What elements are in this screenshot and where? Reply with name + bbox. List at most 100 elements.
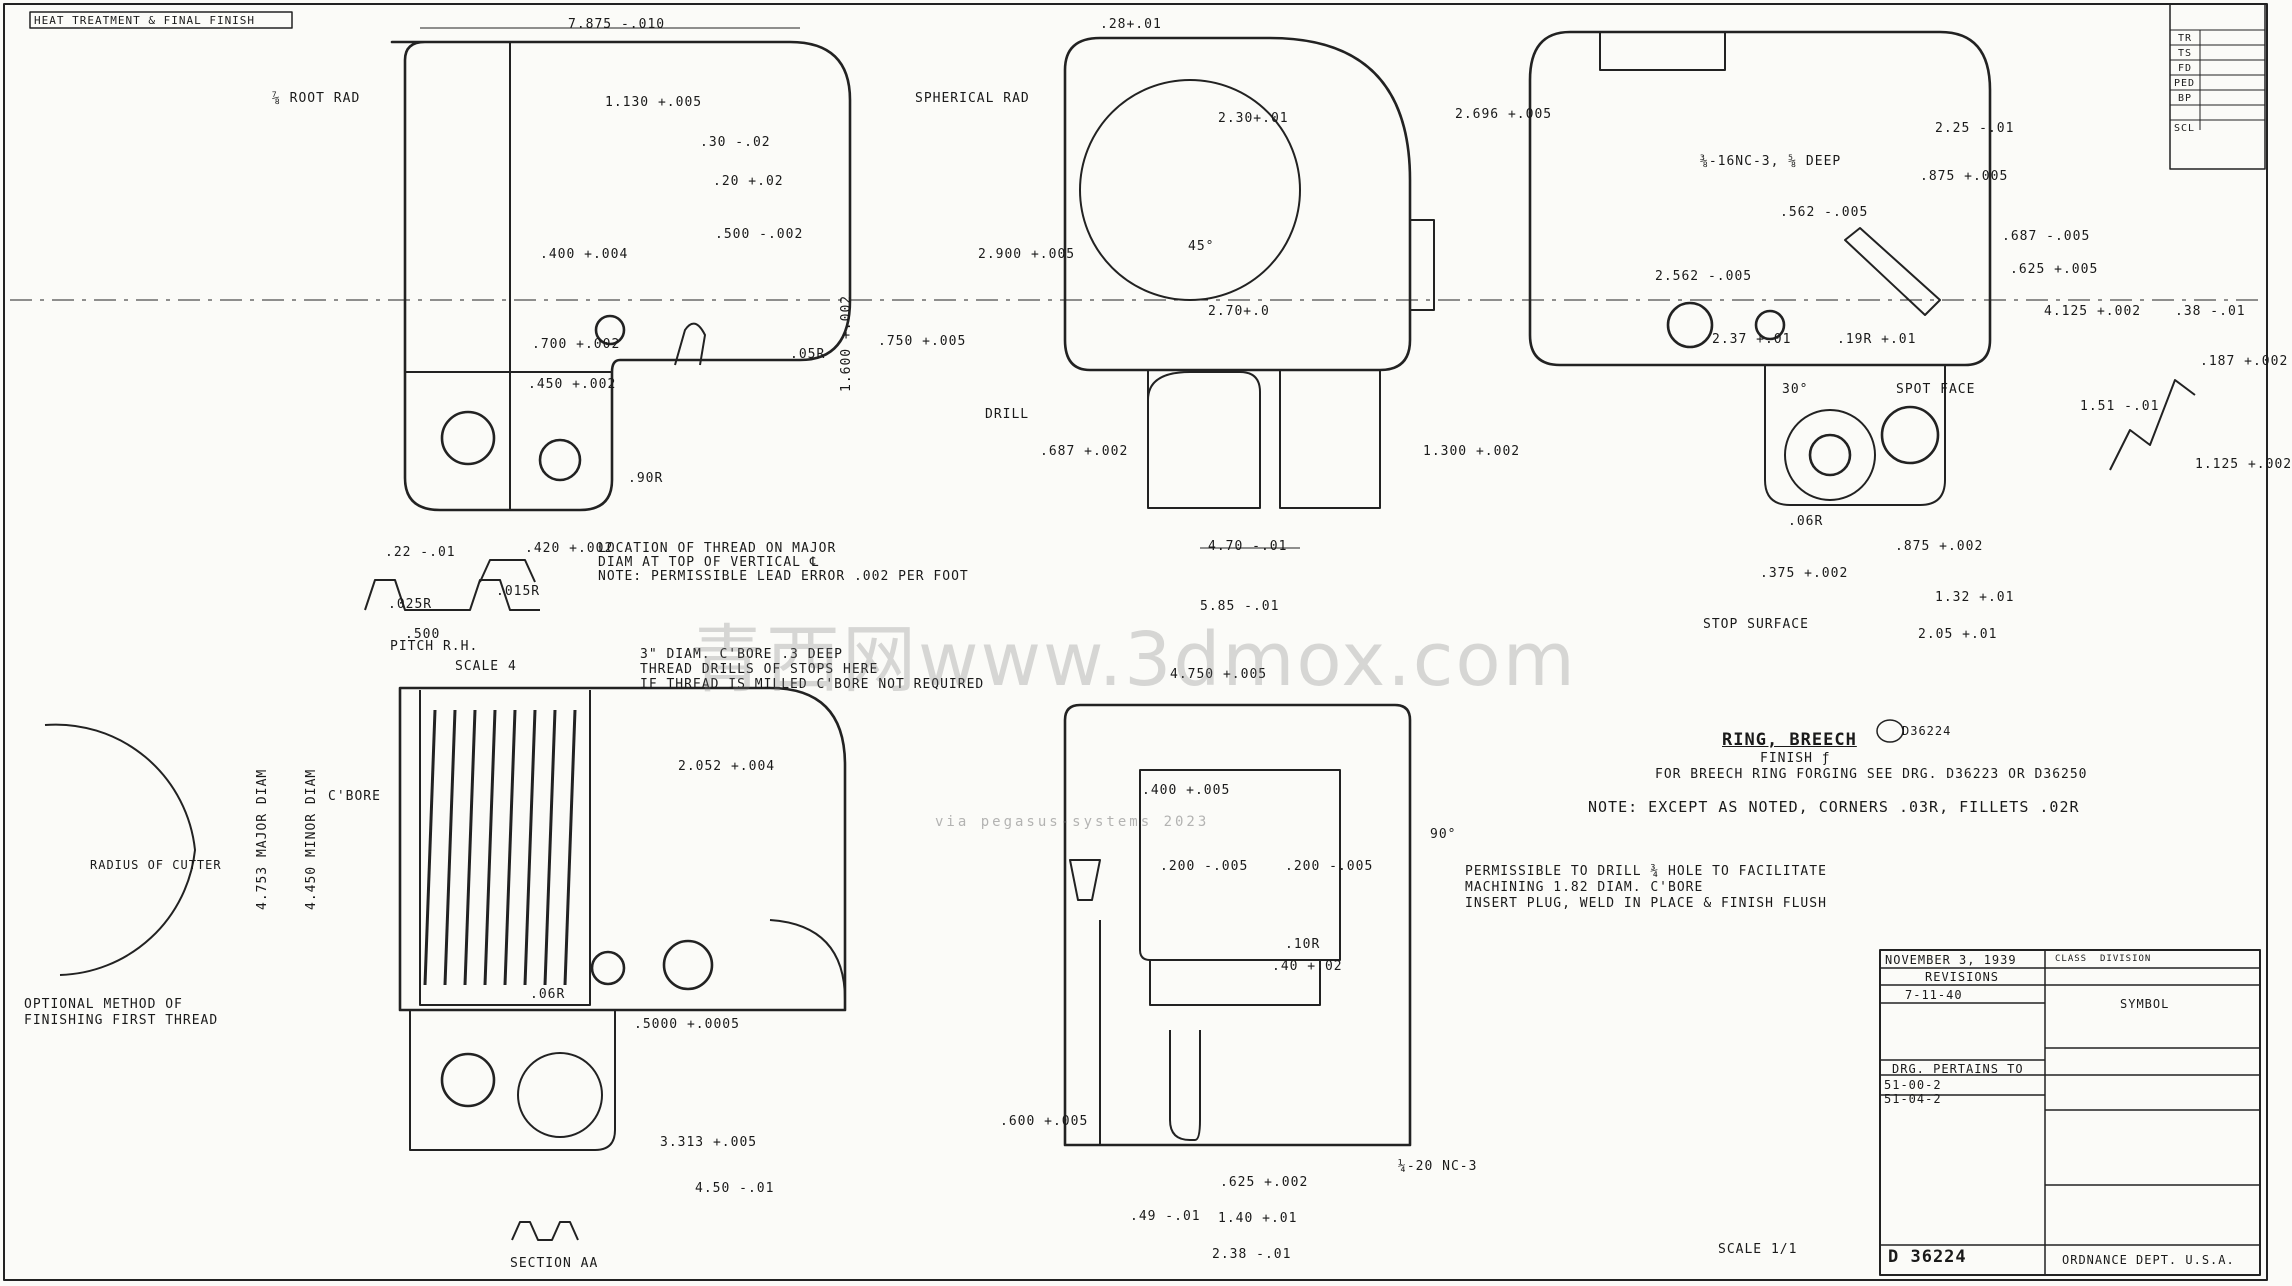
view-top-middle: [1063, 36, 1412, 372]
dim-500p: .500: [405, 627, 441, 642]
dim-200a: .200 -.005: [1160, 859, 1249, 874]
cutter-arc: [44, 723, 196, 976]
dim-025: .025R: [388, 597, 433, 612]
dim-237: 2.37 +.01: [1712, 332, 1792, 347]
via-credit: via pegasus-systems 2023: [935, 814, 1210, 830]
view-top-right: [1528, 30, 1992, 367]
dim-4750: 4.750 +.005: [1170, 667, 1268, 682]
minor-diam: 4.450 MINOR DIAM: [304, 768, 319, 910]
tb-pertains: DRG. PERTAINS TO: [1892, 1062, 2024, 1076]
dim-1130: 1.130 +.005: [605, 95, 703, 110]
dim-1600: 1.600 +.002: [839, 294, 854, 392]
title-block: [1879, 949, 2261, 1276]
dim-270: 2.70+.0: [1208, 304, 1270, 319]
tb-division: DIVISION: [2100, 954, 2152, 964]
cbore-note-3: IF THREAD IS MILLED C'BORE NOT REQUIRED: [640, 677, 985, 692]
dim-585: 5.85 -.01: [1200, 599, 1280, 614]
dim-225: 2.25 -.01: [1935, 121, 2015, 136]
dim-205: 2.05 +.01: [1918, 627, 1998, 642]
finish-label: FINISH ƒ: [1760, 751, 1831, 766]
radius-cutter: RADIUS OF CUTTER: [90, 858, 222, 872]
cbore-label: C'BORE: [328, 789, 381, 804]
root-rad: ⅞ ROOT RAD: [272, 91, 361, 106]
thread-note-3: NOTE: PERMISSIBLE LEAD ERROR .002 PER FO…: [598, 569, 969, 584]
tb-ped: PED: [2174, 78, 2196, 89]
tb-class: CLASS: [2055, 954, 2088, 964]
dim-5000: .5000 +.0005: [634, 1017, 740, 1032]
dim-90deg: 90°: [1430, 827, 1457, 842]
view-top-left: [390, 40, 852, 512]
cbore-note-2: THREAD DRILLS OF STOPS HERE: [640, 662, 879, 677]
spot-face: SPOT FACE: [1896, 382, 1976, 397]
dim-687a: .687 +.002: [1040, 444, 1129, 459]
scale-1: SCALE 1/1: [1718, 1242, 1798, 1257]
dim-400: .400 +.004: [540, 247, 629, 262]
sheet-border: [3, 3, 2268, 1281]
dim-450: .450 +.002: [528, 377, 617, 392]
dim-38: .38 -.01: [2175, 304, 2246, 319]
dim-132: 1.32 +.01: [1935, 590, 2015, 605]
dim-140: 1.40 +.01: [1218, 1211, 1298, 1226]
tb-dept: ORDNANCE DEPT. U.S.A.: [2062, 1253, 2235, 1267]
thread-callout-2: ¼-20 NC-3: [1398, 1159, 1478, 1174]
drill-note-1: PERMISSIBLE TO DRILL ¾ HOLE TO FACILITAT…: [1465, 864, 1827, 879]
dim-230: 2.30+.01: [1218, 111, 1289, 126]
scale-4: SCALE 4: [455, 659, 517, 674]
dim-420: .420 +.002: [525, 541, 614, 556]
tb-number: D 36224: [1888, 1247, 1967, 1267]
optional-note-2: FINISHING FIRST THREAD: [24, 1013, 219, 1028]
dim-700: .700 +.002: [532, 337, 621, 352]
tb-rev1: 7-11-40: [1905, 988, 1963, 1002]
tb-symbol: SYMBOL: [2120, 997, 2170, 1011]
dim-600: .600 +.005: [1000, 1114, 1089, 1129]
dim-151: 1.51 -.01: [2080, 399, 2160, 414]
radius-10: .10R: [1285, 937, 1321, 952]
tb-fd: FD: [2178, 63, 2193, 74]
dim-30: .30 -.02: [700, 135, 771, 150]
forging-note: FOR BREECH RING FORGING SEE DRG. D36223 …: [1655, 767, 2088, 782]
dim-2562: 2.562 -.005: [1655, 269, 1753, 284]
dim-450b: 4.50 -.01: [695, 1181, 775, 1196]
dim-400b: .400 +.005: [1142, 783, 1231, 798]
drawing-title: RING, BREECH: [1722, 730, 1857, 750]
dim-015: .015R: [496, 584, 541, 599]
dim-40: .40 +.02: [1272, 959, 1343, 974]
stop-surface: STOP SURFACE: [1703, 617, 1809, 632]
view-bottom-middle: [1063, 703, 1412, 1147]
optional-note-1: OPTIONAL METHOD OF: [24, 997, 183, 1012]
view-bottom-left: [398, 686, 847, 1012]
dim-687b: .687 -.005: [2002, 229, 2091, 244]
thread-callout: ⅜-16NC-3, ⅝ DEEP: [1700, 154, 1842, 169]
dim-1300: 1.300 +.002: [1423, 444, 1521, 459]
tb-scl: SCL: [2174, 123, 2196, 134]
circled-number: D36224: [1902, 724, 1952, 738]
dim-2900: 2.900 +.005: [978, 247, 1076, 262]
dim-2052: 2.052 +.004: [678, 759, 776, 774]
tb-bp: BP: [2178, 93, 2193, 104]
dim-28: .28+.01: [1100, 17, 1162, 32]
dim-238: 2.38 -.01: [1212, 1247, 1292, 1262]
dim-500: .500 -.002: [715, 227, 804, 242]
dim-45deg: 45°: [1188, 239, 1215, 254]
dim-200b: .200 -.005: [1285, 859, 1374, 874]
dim-30deg: 30°: [1782, 382, 1809, 397]
dim-875b: .875 +.002: [1895, 539, 1984, 554]
dim-7875: 7.875 -.010: [568, 17, 666, 32]
major-diam: 4.753 MAJOR DIAM: [255, 768, 270, 910]
cbore-note-1: 3" DIAM. C'BORE .3 DEEP: [640, 647, 844, 662]
spherical-rad: SPHERICAL RAD: [915, 91, 1030, 106]
drill-note-2: MACHINING 1.82 DIAM. C'BORE: [1465, 880, 1704, 895]
dim-625: .625 +.005: [2010, 262, 2099, 277]
dim-187: .187 +.002: [2200, 354, 2289, 369]
tb-tr: TR: [2178, 33, 2193, 44]
section-aa: [511, 1221, 579, 1241]
dim-875a: .875 +.005: [1920, 169, 2009, 184]
dim-470: 4.70 -.01: [1208, 539, 1288, 554]
radius-06b: .06R: [530, 987, 566, 1002]
tb-pert2: 51-04-2: [1884, 1092, 1942, 1106]
radius-06a: .06R: [1788, 514, 1824, 529]
tb-revisions: REVISIONS: [1925, 970, 2000, 984]
dim-2696: 2.696 +.005: [1455, 107, 1553, 122]
drill-note-3: INSERT PLUG, WELD IN PLACE & FINISH FLUS…: [1465, 896, 1827, 911]
